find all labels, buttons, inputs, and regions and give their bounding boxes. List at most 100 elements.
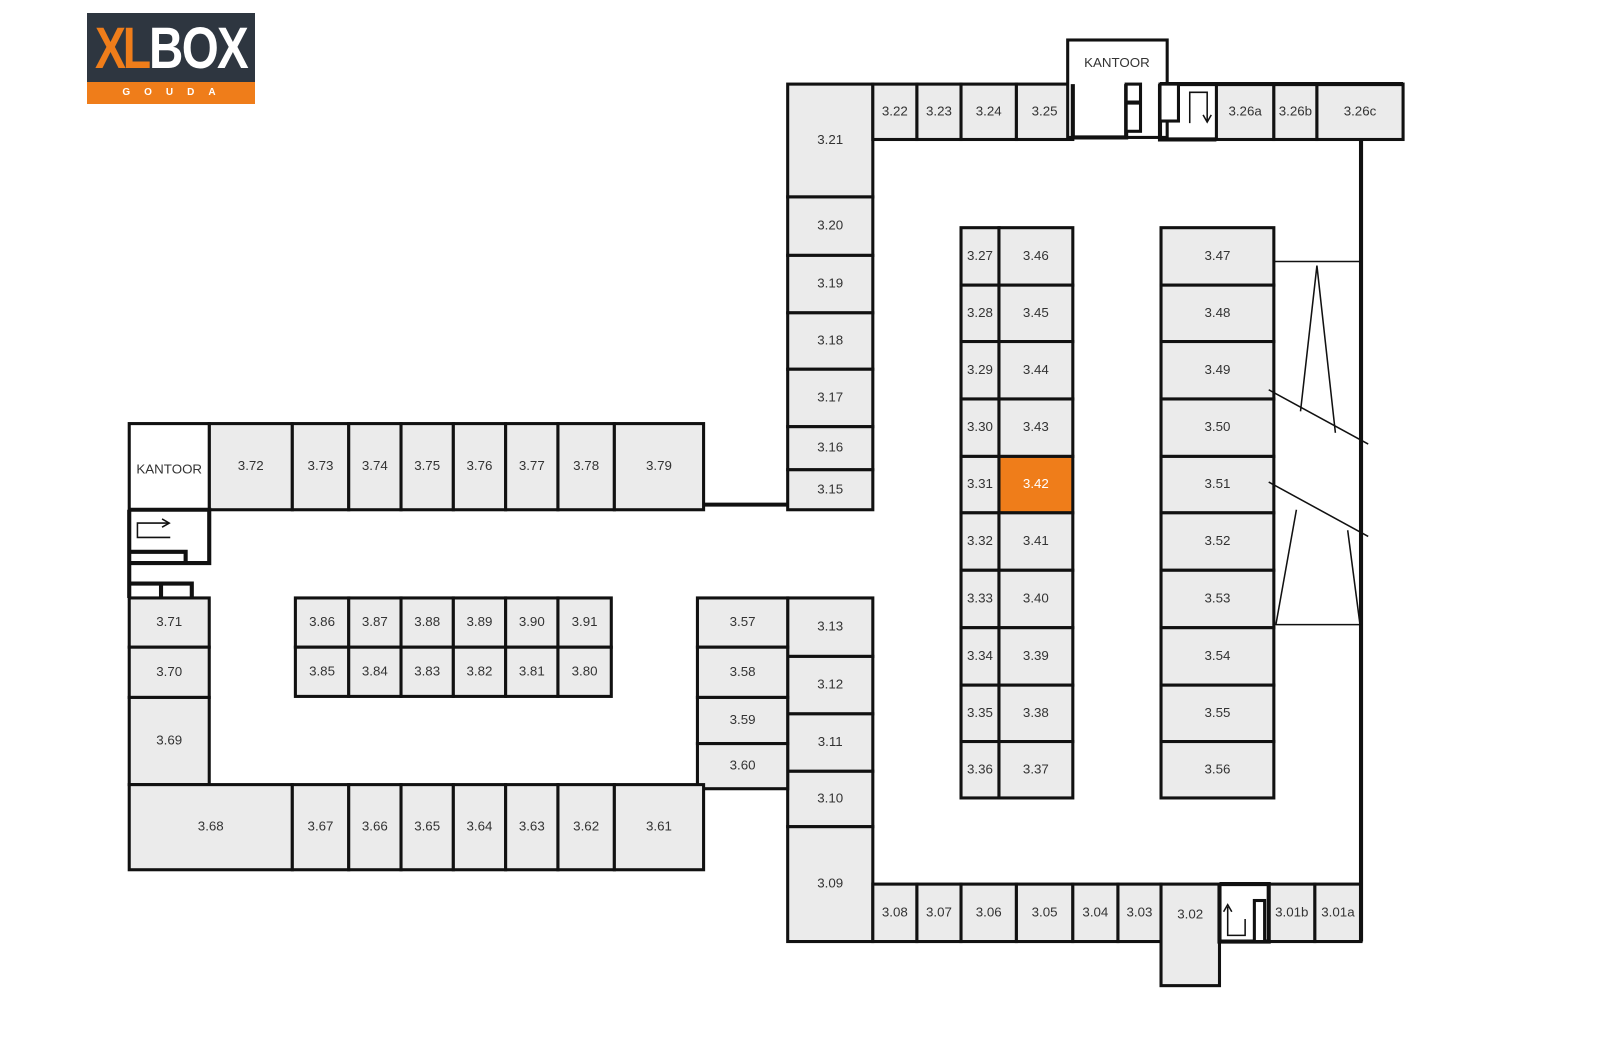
unit-box[interactable] xyxy=(1272,82,1319,142)
unit-3-31[interactable]: 3.31 xyxy=(959,454,1001,515)
unit-box[interactable] xyxy=(786,195,875,257)
unit-box[interactable] xyxy=(695,645,790,699)
unit-3-90[interactable]: 3.90 xyxy=(504,596,560,649)
unit-box[interactable] xyxy=(786,468,875,512)
unit-box[interactable] xyxy=(915,882,963,944)
unit-3-36[interactable]: 3.36 xyxy=(959,740,1001,800)
unit-box[interactable] xyxy=(959,882,1018,944)
unit-3-37[interactable]: 3.37 xyxy=(997,740,1075,800)
unit-3-60[interactable]: 3.60 xyxy=(695,742,790,791)
unit-3-62[interactable]: 3.62 xyxy=(556,783,616,872)
unit-3-71[interactable]: 3.71 xyxy=(127,596,211,649)
unit-3-75[interactable]: 3.75 xyxy=(399,422,455,512)
unit-3-58[interactable]: 3.58 xyxy=(695,645,790,699)
unit-3-26a[interactable]: 3.26a xyxy=(1214,82,1276,142)
unit-3-41[interactable]: 3.41 xyxy=(997,511,1075,572)
unit-box[interactable] xyxy=(399,422,455,512)
unit-3-12[interactable]: 3.12 xyxy=(786,654,875,716)
unit-box[interactable] xyxy=(786,253,875,315)
unit-box[interactable] xyxy=(451,596,508,649)
unit-box[interactable] xyxy=(959,454,1001,515)
unit-box[interactable] xyxy=(504,422,560,512)
unit-box[interactable] xyxy=(695,742,790,791)
unit-3-03[interactable]: 3.03 xyxy=(1116,882,1163,944)
unit-box[interactable] xyxy=(786,825,875,944)
unit-3-23[interactable]: 3.23 xyxy=(915,82,963,142)
unit-3-06[interactable]: 3.06 xyxy=(959,882,1018,944)
unit-3-32[interactable]: 3.32 xyxy=(959,511,1001,572)
unit-3-17[interactable]: 3.17 xyxy=(786,367,875,429)
unit-3-16[interactable]: 3.16 xyxy=(786,425,875,472)
unit-box[interactable] xyxy=(127,596,211,649)
unit-box[interactable] xyxy=(959,740,1001,800)
unit-box[interactable] xyxy=(959,339,1001,401)
unit-box[interactable] xyxy=(786,769,875,829)
unit-3-27[interactable]: 3.27 xyxy=(959,226,1001,287)
unit-box[interactable] xyxy=(997,683,1075,744)
unit-box[interactable] xyxy=(695,695,790,746)
unit-3-25[interactable]: 3.25 xyxy=(1014,82,1075,142)
unit-3-89[interactable]: 3.89 xyxy=(451,596,508,649)
unit-box[interactable] xyxy=(290,783,351,872)
unit-box[interactable] xyxy=(1214,82,1276,142)
unit-3-50[interactable]: 3.50 xyxy=(1159,397,1276,458)
unit-3-01a[interactable]: 3.01a xyxy=(1313,882,1363,944)
unit-3-01b[interactable]: 3.01b xyxy=(1267,882,1317,944)
unit-box[interactable] xyxy=(959,226,1001,287)
unit-box[interactable] xyxy=(1014,882,1075,944)
unit-3-07[interactable]: 3.07 xyxy=(915,882,963,944)
unit-box[interactable] xyxy=(1159,339,1276,401)
unit-box[interactable] xyxy=(127,783,294,872)
unit-3-30[interactable]: 3.30 xyxy=(959,397,1001,458)
unit-3-91[interactable]: 3.91 xyxy=(556,596,613,649)
unit-box[interactable] xyxy=(1071,882,1120,944)
unit-box[interactable] xyxy=(1159,740,1276,800)
unit-3-08[interactable]: 3.08 xyxy=(871,882,919,944)
unit-box[interactable] xyxy=(612,783,706,872)
unit-box[interactable] xyxy=(997,740,1075,800)
unit-3-86[interactable]: 3.86 xyxy=(293,596,351,649)
unit-3-47[interactable]: 3.47 xyxy=(1159,226,1276,287)
unit-3-40[interactable]: 3.40 xyxy=(997,568,1075,630)
unit-3-80[interactable]: 3.80 xyxy=(556,645,613,698)
unit-3-76[interactable]: 3.76 xyxy=(451,422,508,512)
unit-3-02[interactable]: 3.02 xyxy=(1159,882,1222,988)
unit-3-18[interactable]: 3.18 xyxy=(786,311,875,371)
unit-box[interactable] xyxy=(786,425,875,472)
unit-3-64[interactable]: 3.64 xyxy=(451,783,508,872)
unit-3-55[interactable]: 3.55 xyxy=(1159,683,1276,744)
unit-3-77[interactable]: 3.77 xyxy=(504,422,560,512)
unit-3-48[interactable]: 3.48 xyxy=(1159,283,1276,344)
unit-box[interactable] xyxy=(290,422,351,512)
unit-3-65[interactable]: 3.65 xyxy=(399,783,455,872)
unit-3-79[interactable]: 3.79 xyxy=(612,422,706,512)
unit-3-35[interactable]: 3.35 xyxy=(959,683,1001,744)
unit-3-15[interactable]: 3.15 xyxy=(786,468,875,512)
unit-3-82[interactable]: 3.82 xyxy=(451,645,508,698)
unit-box[interactable] xyxy=(347,783,403,872)
unit-3-66[interactable]: 3.66 xyxy=(347,783,403,872)
unit-3-44[interactable]: 3.44 xyxy=(997,339,1075,401)
unit-3-04[interactable]: 3.04 xyxy=(1071,882,1120,944)
unit-box[interactable] xyxy=(1159,283,1276,344)
unit-box[interactable] xyxy=(997,339,1075,401)
unit-3-20[interactable]: 3.20 xyxy=(786,195,875,257)
unit-box[interactable] xyxy=(997,397,1075,458)
unit-3-34[interactable]: 3.34 xyxy=(959,626,1001,687)
unit-box[interactable] xyxy=(871,882,919,944)
unit-3-72[interactable]: 3.72 xyxy=(207,422,294,512)
unit-3-52[interactable]: 3.52 xyxy=(1159,511,1276,572)
unit-3-19[interactable]: 3.19 xyxy=(786,253,875,315)
unit-box[interactable] xyxy=(959,683,1001,744)
unit-box[interactable] xyxy=(556,645,613,698)
unit-3-59[interactable]: 3.59 xyxy=(695,695,790,746)
unit-3-83[interactable]: 3.83 xyxy=(399,645,455,698)
unit-3-68[interactable]: 3.68 xyxy=(127,783,294,872)
unit-3-85[interactable]: 3.85 xyxy=(293,645,351,698)
unit-3-05[interactable]: 3.05 xyxy=(1014,882,1075,944)
unit-3-10[interactable]: 3.10 xyxy=(786,769,875,829)
unit-3-29[interactable]: 3.29 xyxy=(959,339,1001,401)
unit-box[interactable] xyxy=(451,783,508,872)
unit-3-87[interactable]: 3.87 xyxy=(347,596,403,649)
unit-3-67[interactable]: 3.67 xyxy=(290,783,351,872)
